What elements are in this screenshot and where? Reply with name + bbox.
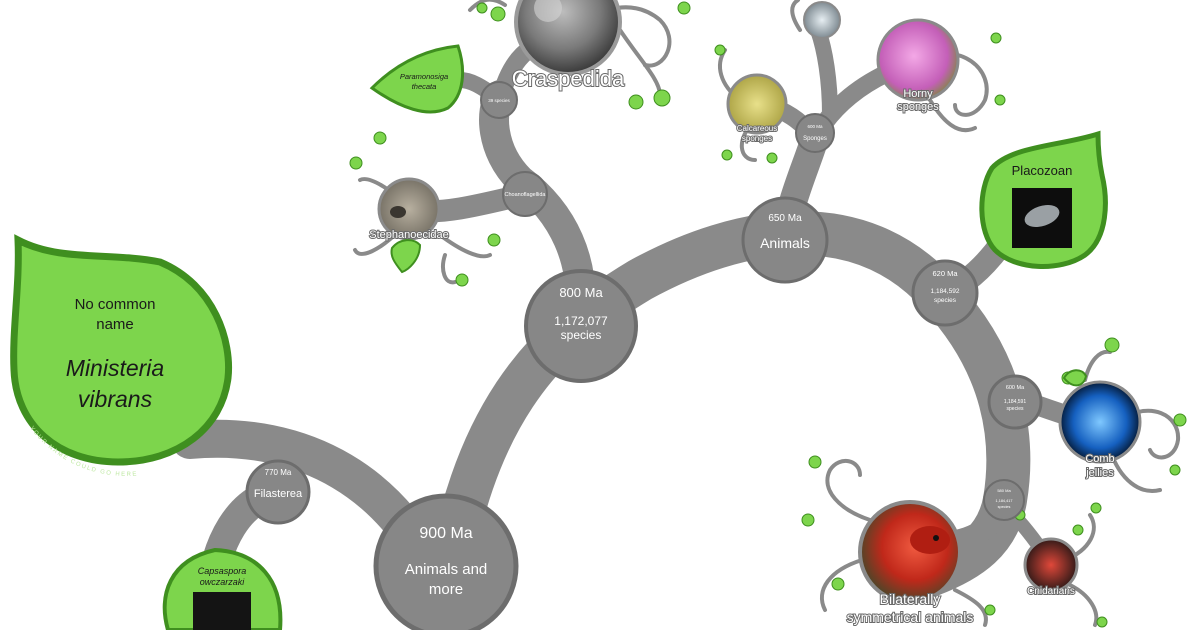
capsaspora-photo xyxy=(193,592,251,630)
placozoan-name: Placozoan xyxy=(1012,163,1073,178)
decorative-leaf-group xyxy=(390,239,1088,387)
capsaspora-line1: Capsaspora xyxy=(198,566,247,576)
node-580-ma-age: 580 Ma xyxy=(997,488,1011,493)
photo-node-isopod[interactable] xyxy=(803,1,841,39)
calcareous-label-line2: sponges xyxy=(742,134,772,143)
ministeria-sci-line2: vibrans xyxy=(78,386,153,412)
bilateral-label-line1: Bilaterally xyxy=(880,591,941,607)
node-animals-and-more-line2: more xyxy=(429,581,463,598)
node-sponges[interactable]: 600 Ma Sponges xyxy=(795,113,835,153)
node-580-ma[interactable]: 580 Ma 1,184,417 species xyxy=(983,479,1025,521)
bilateral-label-line2: symmetrical animals xyxy=(847,609,974,625)
comb-label-line2: jellies xyxy=(1085,467,1114,479)
node-filasterea[interactable]: 770 Ma Filasterea xyxy=(245,459,311,525)
node-800-ma[interactable]: 800 Ma 1,172,077 species xyxy=(524,269,638,383)
node-sponges-name: Sponges xyxy=(803,136,827,142)
leaf-ministeria-vibrans[interactable]: No common name Ministeria vibrans YOUR N… xyxy=(10,234,233,478)
node-620-ma-age: 620 Ma xyxy=(932,269,958,278)
node-animals-and-more-age: 900 Ma xyxy=(419,525,472,542)
capsaspora-line2: owczarzaki xyxy=(200,577,246,587)
node-580-ma-count: 1,184,417 xyxy=(996,499,1013,503)
node-600-ma-species: species xyxy=(1007,406,1024,412)
photo-node-cnidarians[interactable]: Cnidarians xyxy=(1023,537,1079,598)
node-animals-name: Animals xyxy=(760,235,810,251)
node-animals-and-more-line1: Animals and xyxy=(405,561,488,578)
node-620-ma-count: 1,184,592 xyxy=(931,288,960,295)
leaf-paramonosiga-thecata[interactable]: Paramonosiga thecata xyxy=(369,44,465,114)
node-600-ma[interactable]: 600 Ma 1,184,591 species xyxy=(987,374,1043,430)
node-800-ma-count: 1,172,077 xyxy=(554,314,608,328)
node-620-ma[interactable]: 620 Ma 1,184,592 species xyxy=(911,259,979,327)
photo-node-stephanoecidae[interactable]: Stephanoecidae xyxy=(368,177,450,242)
photo-node-bilaterally-symmetrical-animals[interactable]: Bilaterally symmetrical animals xyxy=(846,500,974,626)
calcareous-label-line1: Calcareous xyxy=(737,124,777,133)
node-600-ma-count: 1,184,591 xyxy=(1004,399,1026,405)
leaf-capsaspora-owczarzaki[interactable]: Capsaspora owczarzaki xyxy=(162,547,283,630)
photo-node-craspedida[interactable]: Craspedida xyxy=(511,0,626,92)
node-choanoflagellida[interactable]: Choanoflagellida xyxy=(502,171,548,217)
node-620-ma-species: species xyxy=(934,297,957,304)
node-39-species[interactable]: 39 species xyxy=(480,81,518,119)
horny-label-line2: sponges xyxy=(897,101,939,113)
node-800-ma-age: 800 Ma xyxy=(559,285,603,300)
node-580-ma-species: species xyxy=(998,505,1011,509)
ministeria-common-line2: name xyxy=(96,316,134,333)
photo-node-horny-sponges[interactable]: Horny sponges xyxy=(876,18,960,114)
node-600-ma-age: 600 Ma xyxy=(1006,385,1025,391)
node-sponges-age: 600 Ma xyxy=(807,124,823,129)
photo-node-comb-jellies[interactable]: Comb jellies xyxy=(1058,380,1142,480)
node-animals[interactable]: 650 Ma Animals xyxy=(741,196,829,284)
horny-label-line1: Horny xyxy=(903,88,933,100)
paramonosiga-line2: thecata xyxy=(412,82,437,91)
node-animals-age: 650 Ma xyxy=(768,213,802,224)
photo-node-calcareous-sponges[interactable]: Calcareous sponges xyxy=(726,73,788,144)
node-39-species-text: 39 species xyxy=(488,98,510,103)
node-choanoflagellida-name: Choanoflagellida xyxy=(505,192,547,198)
node-800-ma-species: species xyxy=(561,328,602,342)
cnidarians-label: Cnidarians xyxy=(1027,586,1075,597)
node-filasterea-name: Filasterea xyxy=(254,488,303,500)
ministeria-common-line1: No common xyxy=(75,296,156,313)
craspedida-label: Craspedida xyxy=(512,66,625,91)
paramonosiga-line1: Paramonosiga xyxy=(400,72,448,81)
ministeria-sci-line1: Ministeria xyxy=(66,355,164,381)
stephanoecidae-label: Stephanoecidae xyxy=(369,229,449,241)
comb-label-line1: Comb xyxy=(1085,453,1114,465)
leaf-placozoan[interactable]: Placozoan xyxy=(979,130,1108,269)
tiny-leaves xyxy=(349,1,1187,628)
node-animals-and-more[interactable]: 900 Ma Animals and more xyxy=(373,493,519,630)
node-filasterea-age: 770 Ma xyxy=(265,468,292,477)
